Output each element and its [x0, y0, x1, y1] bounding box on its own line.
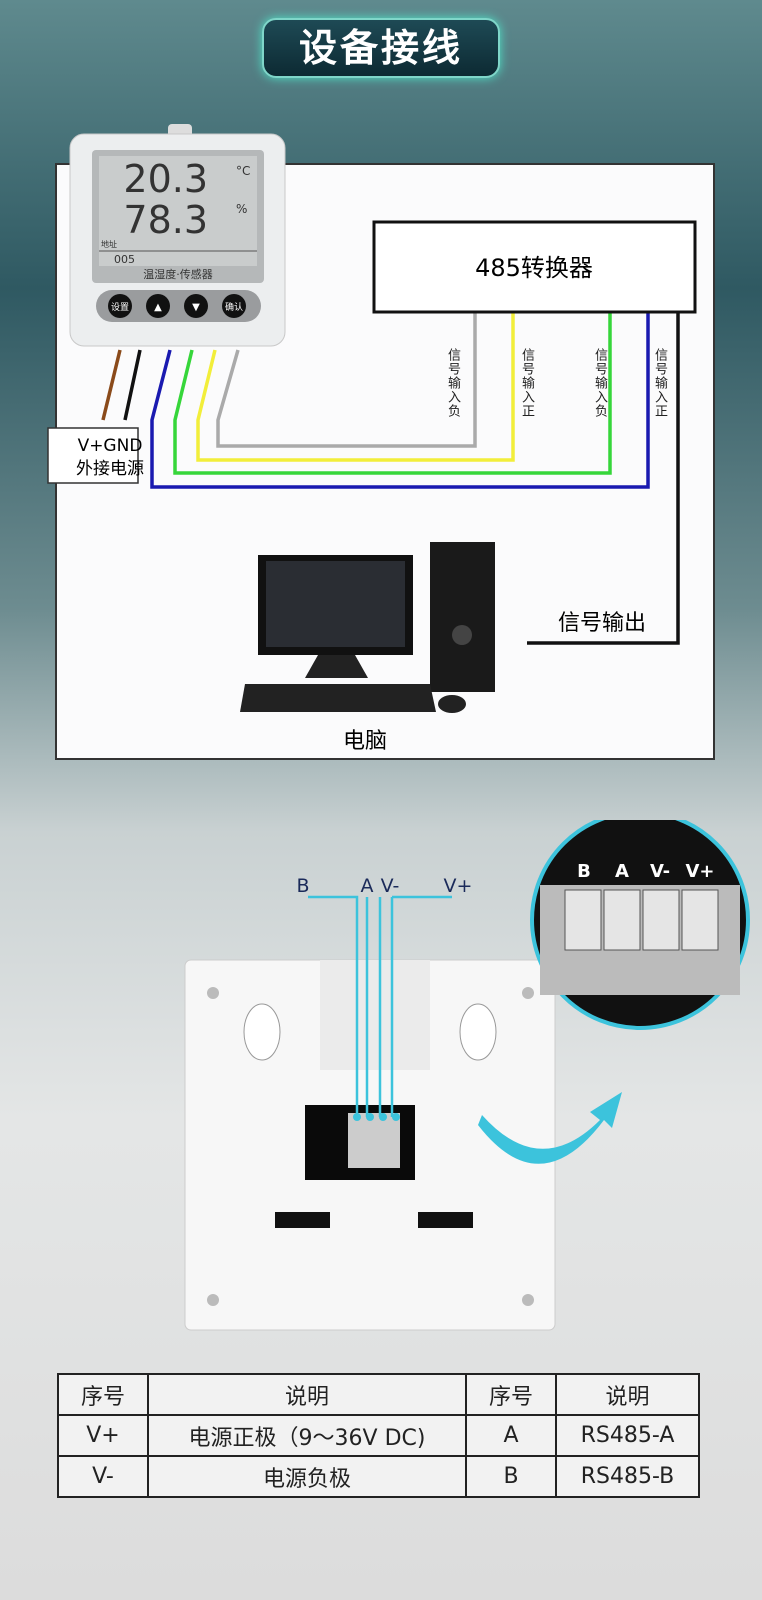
terminal-label-a: A — [361, 875, 374, 897]
converter-box — [372, 220, 697, 314]
terminal-label-vminus: V- — [381, 875, 400, 897]
wire-yellow — [196, 312, 515, 462]
terminal-diagram: B A V- V+ B A V- V+ — [184, 820, 750, 1331]
wire-black — [123, 349, 142, 421]
svg-text:%: % — [236, 202, 247, 216]
back-plate — [184, 959, 556, 1331]
page-title: 设备接线 — [262, 18, 500, 78]
terminal-label-b: B — [296, 875, 309, 897]
up-button: ▲ — [154, 302, 162, 313]
converter-label: 485转换器 — [475, 254, 593, 282]
terminal-label-vplus: V+ — [444, 875, 473, 897]
computer-label: 电脑 — [343, 729, 387, 754]
wire-label-2: 信号输入正 — [519, 348, 534, 418]
wire-brown — [101, 349, 122, 421]
set-button: 设置 — [111, 302, 129, 313]
temp-reading: 20.3 — [123, 157, 208, 201]
wires — [101, 312, 680, 645]
wire-label-4: 信号输入正 — [652, 348, 667, 418]
wire-label-1: 信号输入负 — [445, 348, 460, 418]
svg-text:A: A — [615, 861, 629, 882]
down-button: ▼ — [192, 302, 200, 313]
power-label-box — [47, 427, 139, 484]
svg-text:V+: V+ — [685, 861, 714, 882]
svg-text:V-: V- — [650, 861, 670, 882]
wire-signal-out — [527, 312, 680, 645]
wire-blue — [150, 312, 650, 489]
table-header: 序号 说明 序号 说明 — [57, 1373, 700, 1416]
wiring-diagram: V+GND 外接电源 485转换器 信号输出 20.3 °C 78.3 % 地址… — [47, 124, 697, 754]
humidity-reading: 78.3 — [123, 198, 208, 242]
confirm-button: 确认 — [225, 301, 243, 313]
device-name: 温湿度·传感器 — [143, 267, 213, 281]
terminal-zoom-circle: B A V- V+ — [530, 820, 750, 1030]
svg-text:005: 005 — [114, 253, 135, 266]
sensor-device: 20.3 °C 78.3 % 地址 005 温湿度·传感器 设置 ▲ ▼ 确认 — [69, 124, 286, 347]
svg-text:地址: 地址 — [101, 239, 117, 249]
svg-text:B: B — [577, 861, 591, 882]
power-label-1: V+GND — [78, 436, 143, 456]
wire-green — [173, 312, 612, 475]
wire-label-3: 信号输入负 — [592, 348, 607, 418]
arrow-icon — [478, 1092, 622, 1164]
svg-text:°C: °C — [236, 164, 250, 178]
terminal-leads — [308, 895, 452, 1117]
wire-white — [216, 312, 477, 448]
signal-out-label: 信号输出 — [558, 611, 646, 636]
computer-icon — [240, 542, 495, 713]
power-label-2: 外接电源 — [76, 459, 144, 479]
